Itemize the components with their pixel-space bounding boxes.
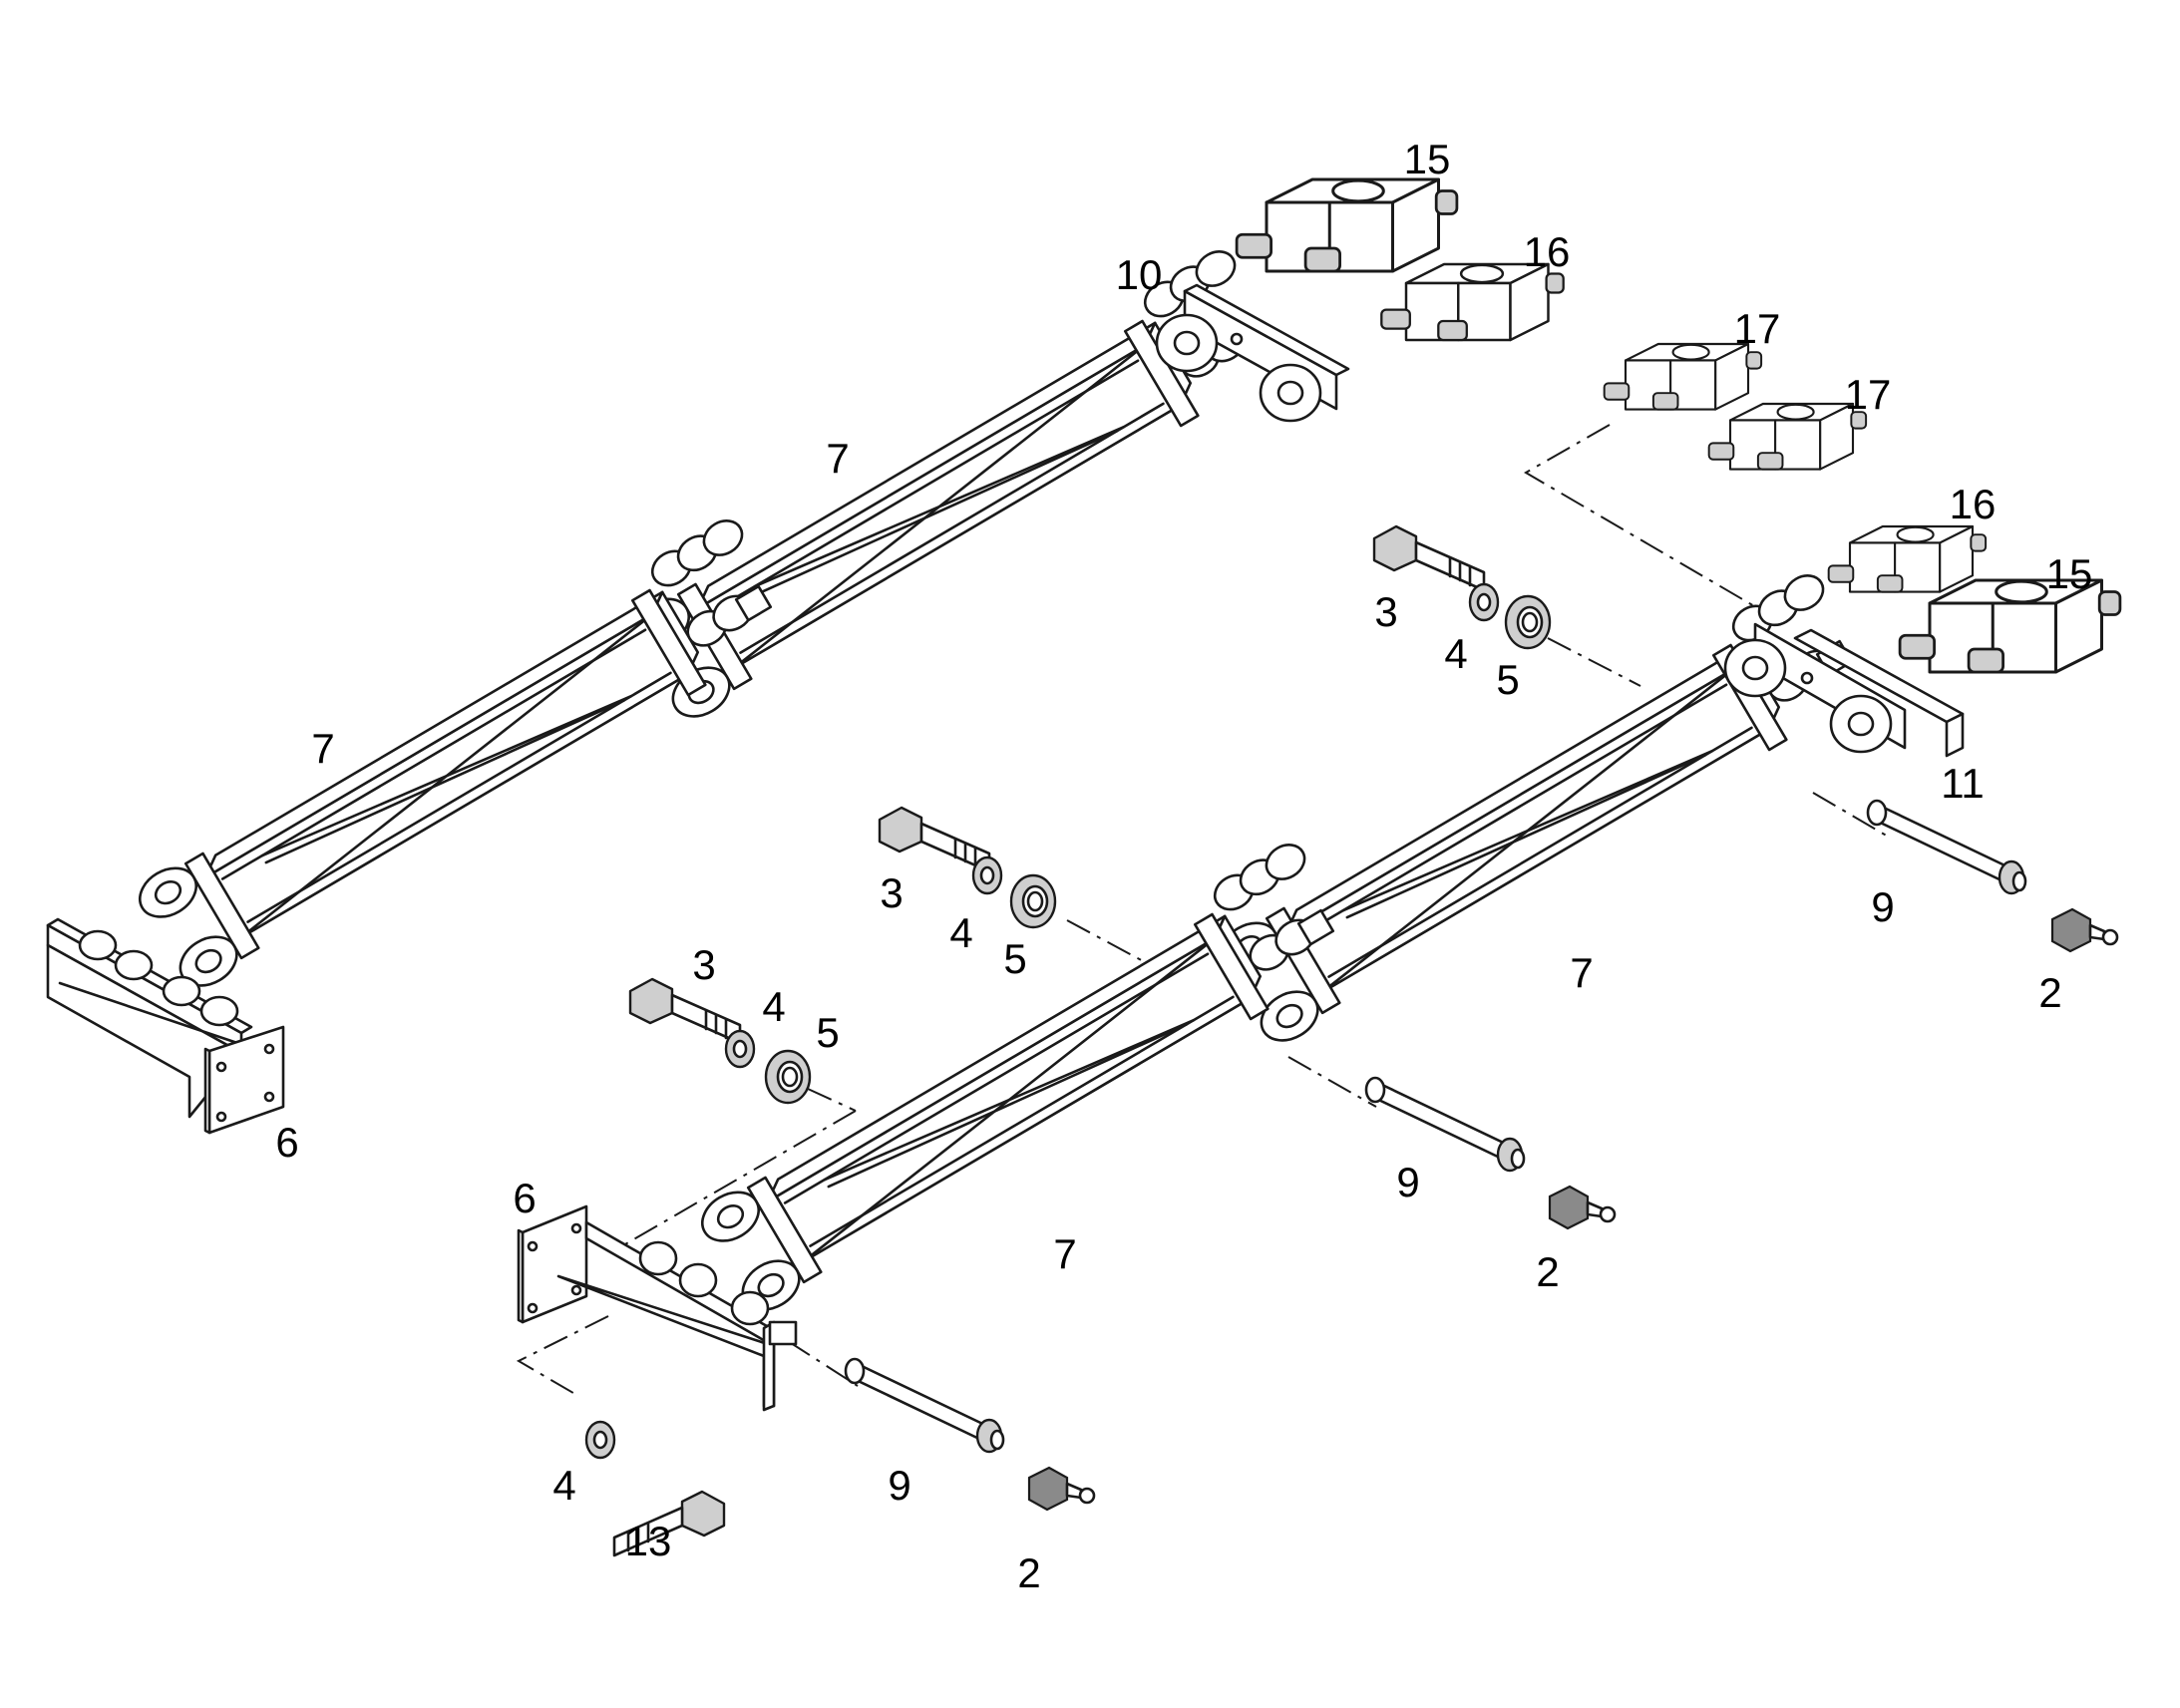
hinge-plate-10 [1155, 283, 1350, 423]
washer-4-bottom [584, 1420, 616, 1460]
callout-labels: 15 16 10 17 17 16 15 7 7 7 7 3 4 5 11 3 … [275, 136, 2092, 1596]
callout-5-upper: 5 [1496, 656, 1519, 703]
end-bracket-6-left [46, 917, 285, 1135]
callout-5-middle: 5 [1003, 935, 1026, 982]
callout-17-second: 17 [1845, 371, 1892, 418]
washer-4-middle [971, 855, 1003, 895]
callout-11: 11 [1941, 760, 1985, 807]
clamp-block-17-second [1707, 402, 1868, 471]
callout-6-right: 6 [513, 1175, 536, 1221]
callout-4-lower: 4 [762, 983, 785, 1030]
washer-4-upper [1468, 582, 1500, 622]
bolt-3-lower [628, 977, 742, 1045]
clamp-block-16-upper [1380, 262, 1565, 342]
bolt-3-upper [1372, 524, 1486, 592]
callout-9-lower: 9 [888, 1462, 910, 1509]
grease-nipple-2-middle [1548, 1185, 1617, 1230]
hinge-plate-11 [1723, 622, 1965, 758]
grease-nipple-2-lower [1027, 1466, 1096, 1512]
callout-9-upper: 9 [1871, 883, 1894, 930]
boom-frame-segment-top-left [121, 512, 806, 997]
callout-16-upper: 16 [1524, 228, 1571, 275]
callout-4-upper: 4 [1444, 630, 1467, 677]
bolt-3-middle [878, 806, 991, 873]
end-bracket-6-right [517, 1204, 798, 1412]
callout-15-upper: 15 [1404, 136, 1451, 182]
callout-2-upper: 2 [2038, 969, 2061, 1016]
callout-7-top-right: 7 [826, 435, 849, 482]
callout-7-middle-left: 7 [1053, 1230, 1076, 1277]
bushing-5-upper [1504, 594, 1552, 650]
callout-15-lower: 15 [2046, 550, 2093, 597]
callout-5-lower: 5 [816, 1009, 839, 1056]
callout-9-middle: 9 [1396, 1159, 1419, 1205]
callout-7-top-left: 7 [311, 725, 334, 772]
bushing-5-lower [764, 1049, 812, 1105]
callout-6-left: 6 [275, 1119, 298, 1166]
washer-4-lower [724, 1029, 756, 1069]
pin-9-middle [1364, 1076, 1526, 1173]
clamp-block-16-lower [1827, 524, 1988, 593]
callout-2-lower: 2 [1017, 1549, 1040, 1596]
clamp-block-15-upper [1235, 177, 1459, 273]
callout-4-middle: 4 [949, 909, 972, 956]
callout-7-middle-right: 7 [1570, 949, 1593, 996]
pin-9-lower [844, 1357, 1005, 1454]
callout-4-bottom: 4 [552, 1462, 575, 1509]
pin-9-upper [1866, 799, 2027, 895]
callout-3-upper: 3 [1374, 588, 1397, 635]
callout-3-middle: 3 [880, 869, 903, 916]
centre-lines [516, 424, 1891, 1397]
callout-16-lower: 16 [1950, 481, 1997, 527]
callout-13: 13 [625, 1518, 672, 1564]
callout-2-middle: 2 [1536, 1248, 1559, 1295]
callout-17-first: 17 [1734, 305, 1781, 352]
clamp-block-17-first [1603, 342, 1763, 411]
bushing-5-middle [1009, 873, 1057, 929]
grease-nipple-2-upper [2050, 907, 2119, 953]
callout-3-lower: 3 [692, 941, 715, 988]
callout-10: 10 [1116, 251, 1163, 298]
